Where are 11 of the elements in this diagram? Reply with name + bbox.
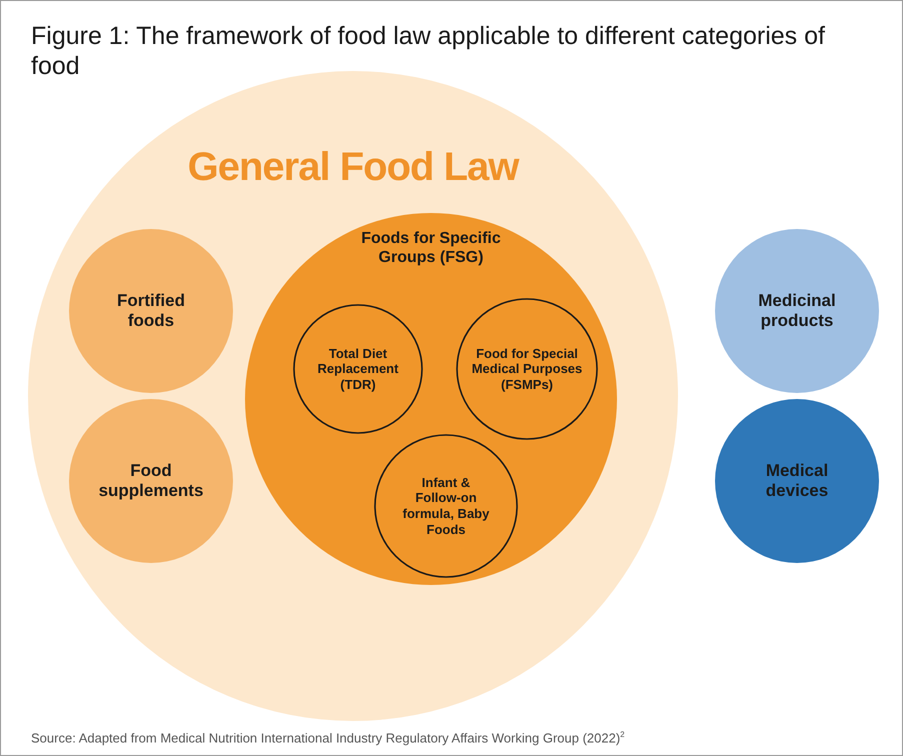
node-label: Infant & Follow-on formula, Baby Foods (402, 474, 490, 538)
node-label: General Food Law (186, 144, 520, 191)
node-label: Fortified foods (116, 290, 186, 332)
node-label: Total Diet Replacement (TDR) (316, 346, 400, 392)
source-caption: Source: Adapted from Medical Nutrition International Industry Regulatory Affairs Working Group (2022)$^{2}$ (31, 730, 625, 746)
node-label: Food supplements (98, 460, 204, 502)
node-label: Food for Special Medical Purposes (FSMPs) (470, 346, 584, 392)
node-label: Medical devices (764, 460, 830, 502)
node-label: Foods for Specific Groups (FSG) (360, 229, 502, 268)
figure-title: Figure 1: The framework of food law applicable to different categories of food (31, 21, 826, 81)
node-label: Medicinal products (757, 290, 837, 332)
